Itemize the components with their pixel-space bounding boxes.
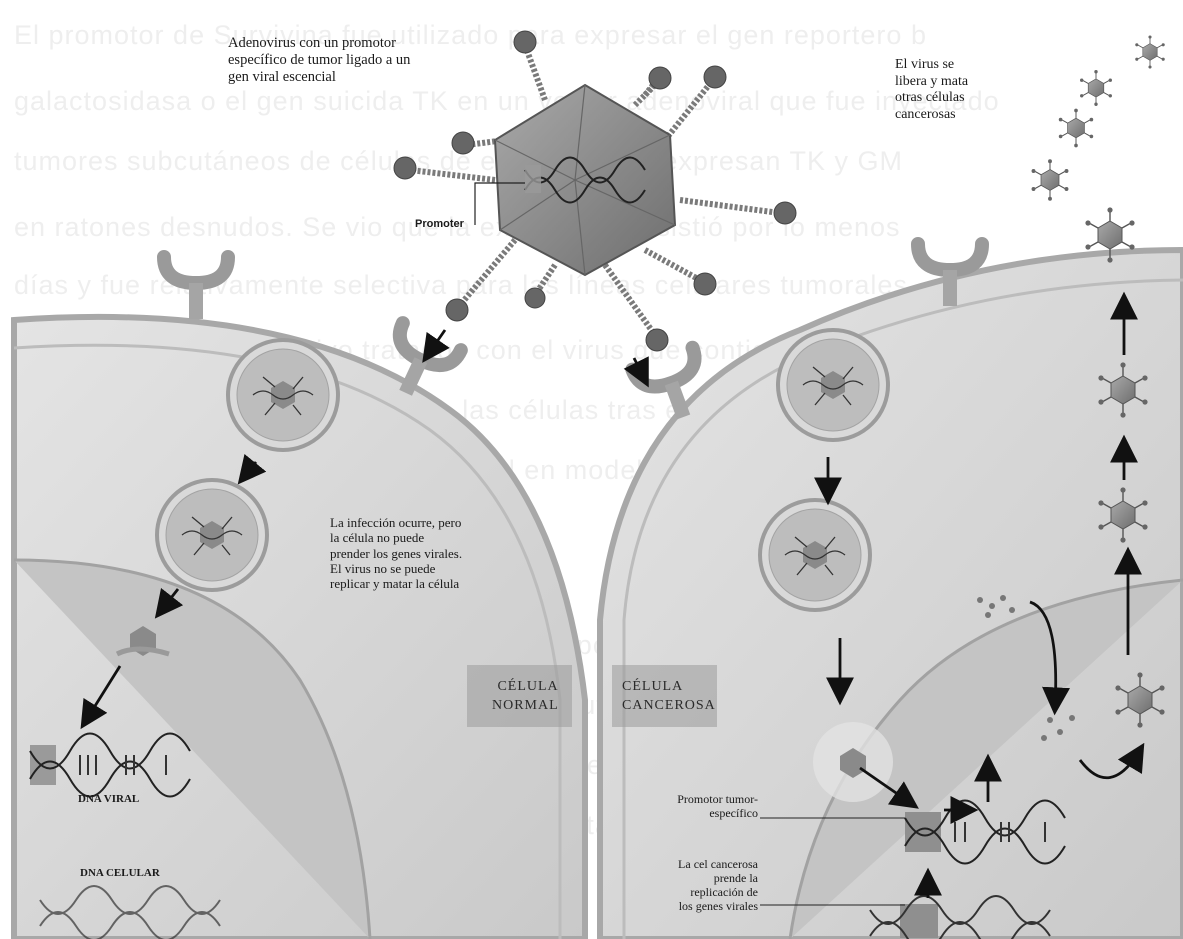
virus-icon: [1135, 35, 1165, 68]
endosome-icon: [228, 340, 338, 450]
promotor-tumor-label: Promotor tumor- específico: [630, 792, 758, 820]
dna-celular-label: DNA CELULAR: [80, 867, 160, 880]
virus-icon: [1059, 109, 1093, 148]
arrow: [427, 330, 445, 356]
cancer-cell-label: CÉLULA CANCEROSA: [622, 678, 716, 716]
promoter-label: Promoter: [415, 218, 464, 231]
endosome-icon: [157, 480, 267, 590]
virus-icon: [1080, 70, 1112, 106]
virus-release-label: El virus se libera y mata otras células …: [895, 57, 1045, 123]
uncoated-virus-icon: [813, 722, 893, 802]
virus-icon: [1032, 159, 1069, 200]
cel-cancerosa-label: La cel cancerosa prende la replicación d…: [630, 857, 758, 914]
dna-viral-label: DNA VIRAL: [78, 793, 139, 806]
adenovirus-label: Adenovirus con un promotor específico de…: [228, 35, 478, 86]
infection-label: La infección ocurre, pero la célula no p…: [330, 515, 510, 592]
endosome-icon: [760, 500, 870, 610]
receptor-icon: [164, 257, 228, 319]
endosome-icon: [778, 330, 888, 440]
normal-cell-label: CÉLULA NORMAL: [492, 678, 559, 716]
